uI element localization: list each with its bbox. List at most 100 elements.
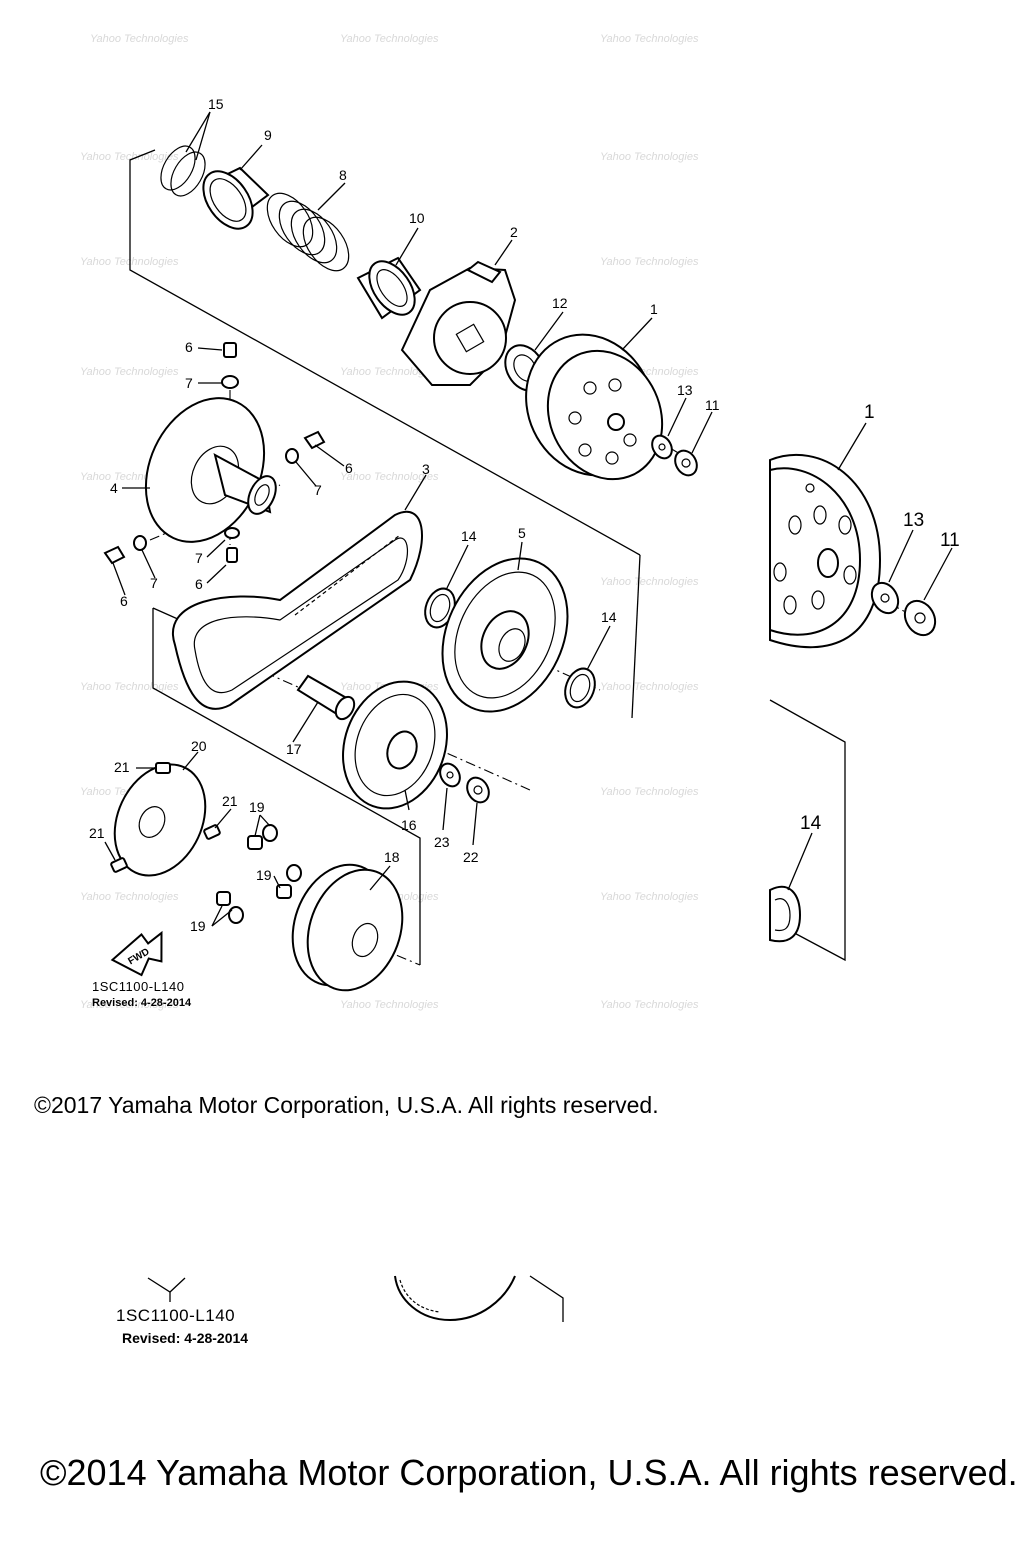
callout-15: 15: [208, 96, 224, 112]
callout-7: 7: [185, 375, 193, 391]
part-2-clutch-carrier: [400, 260, 517, 386]
callout-1: 1: [650, 301, 658, 317]
part-13-washer: [651, 434, 673, 460]
callout-22: 22: [463, 849, 479, 865]
watermark-text: Yahoo Technologies: [80, 891, 179, 903]
revision-date: Revised: 4-28-2014: [92, 997, 192, 1009]
callout-21: 21: [89, 825, 105, 841]
callout-6: 6: [185, 339, 193, 355]
callout-6: 6: [345, 460, 353, 476]
part-10-collar: [356, 256, 422, 320]
part-22-nut: [466, 776, 490, 804]
zoom-part-11-nut: [903, 599, 937, 637]
part-17-spacer: [296, 674, 356, 721]
diagram-code: 1SC1100-L140: [92, 979, 185, 994]
watermark-text: Yahoo Technologies: [600, 33, 699, 45]
part-23-washer: [439, 762, 461, 788]
callout-7: 7: [314, 482, 322, 498]
part-7-collar: [285, 448, 299, 464]
callout-10: 10: [409, 210, 425, 226]
part-19-weight-roller: [216, 891, 244, 924]
callout-18: 18: [384, 849, 400, 865]
lower-fragment-sheave: [394, 1275, 564, 1322]
watermark-text: Yahoo Technologies: [80, 151, 179, 163]
frame-line-right: [631, 554, 641, 719]
watermark-text: Yahoo Technologies: [600, 786, 699, 798]
callout-3: 3: [422, 461, 430, 477]
watermark-layer: Yahoo Technologies Yahoo Technologies Ya…: [80, 33, 699, 1011]
callout-6: 6: [120, 593, 128, 609]
part-11-nut: [674, 449, 698, 477]
watermark-text: Yahoo Technologies: [600, 999, 699, 1011]
watermark-text: Yahoo Technologies: [90, 33, 189, 45]
part-5-sliding-sheave: [441, 557, 569, 713]
watermark-text: Yahoo Technologies: [80, 999, 179, 1011]
axis-line: [819, 564, 921, 621]
watermark-text: Yahoo Technologies: [600, 576, 699, 588]
fwd-arrow-icon: FWD: [110, 930, 163, 977]
callout-14: 14: [461, 528, 477, 544]
part-3-v-belt: [172, 510, 423, 710]
part-21-slider: [203, 824, 221, 840]
frame-line-top: [129, 149, 641, 556]
callout-8: 8: [339, 167, 347, 183]
watermark-text: Yahoo Technologies: [340, 33, 439, 45]
callout-5: 5: [518, 525, 526, 541]
zoom-frame-line: [769, 699, 846, 962]
frame-line-tick: [152, 607, 181, 621]
callout-14: 14: [601, 609, 617, 625]
part-15-circlip: [160, 145, 206, 197]
part-8-compression-spring: [266, 192, 350, 272]
watermark-text: Yahoo Technologies: [600, 151, 699, 163]
part-6-bolt: [226, 547, 238, 563]
copyright-2017: ©2017 Yamaha Motor Corporation, U.S.A. A…: [34, 1092, 659, 1118]
watermark-text: Yahoo Technologies: [80, 366, 179, 378]
part-6-bolt: [103, 545, 126, 565]
callout-7: 7: [150, 575, 158, 591]
callout-7: 7: [195, 550, 203, 566]
callout-6: 6: [195, 576, 203, 592]
callout-13: 13: [677, 382, 693, 398]
revision-date-large: Revised: 4-28-2014: [122, 1330, 249, 1346]
callout-19: 19: [256, 867, 272, 883]
callout-labels: 15 9 8 10 2 12 1 13 11 6 7 6 7 4 3 7 6 6…: [89, 96, 960, 934]
callout-16: 16: [401, 817, 417, 833]
lower-fragment-fwd: [147, 1277, 186, 1302]
callout-2: 2: [510, 224, 518, 240]
callout-17: 17: [286, 741, 302, 757]
part-9-sleeve: [202, 166, 270, 230]
part-7-collar: [133, 535, 147, 551]
callout-19: 19: [190, 918, 206, 934]
part-14-oil-seal: [564, 667, 596, 709]
part-16-fan: [342, 680, 448, 810]
leader-lines: [104, 111, 953, 927]
part-19-weight-roller: [276, 864, 302, 899]
zoom-part-1-clutch-housing: [769, 454, 882, 649]
part-21-slider: [155, 762, 171, 774]
part-7-collar: [221, 375, 239, 389]
watermark-text: Yahoo Technologies: [340, 999, 439, 1011]
watermark-text: Yahoo Technologies: [600, 256, 699, 268]
callout-21: 21: [114, 759, 130, 775]
callout-23: 23: [434, 834, 450, 850]
part-21-slider: [110, 857, 128, 873]
zoom-callout-1: 1: [864, 402, 875, 423]
watermark-text: Yahoo Technologies: [600, 681, 699, 693]
assembly-frame: [129, 149, 846, 965]
part-4-fixed-sheave: [144, 397, 277, 543]
callout-21: 21: [222, 793, 238, 809]
part-19-weight-roller: [247, 824, 278, 850]
callout-19: 19: [249, 799, 265, 815]
watermark-text: Yahoo Technologies: [600, 891, 699, 903]
zoom-callout-14: 14: [800, 813, 822, 834]
watermark-text: Yahoo Technologies: [80, 681, 179, 693]
copyright-2014: ©2014 Yamaha Motor Corporation, U.S.A. A…: [40, 1452, 1018, 1493]
frame-line-lower: [152, 608, 421, 965]
part-6-bolt: [303, 430, 326, 450]
watermark-text: Yahoo Technologies: [340, 366, 439, 378]
part-18-primary-sheave: [291, 863, 404, 992]
callout-11: 11: [705, 397, 720, 413]
part-7-collar: [224, 527, 240, 539]
